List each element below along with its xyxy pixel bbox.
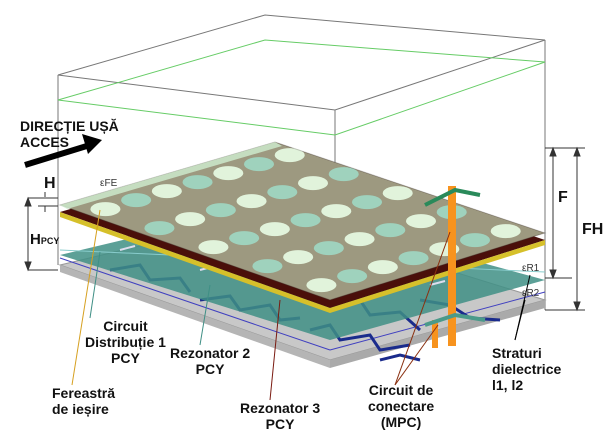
hole <box>144 221 175 236</box>
coupling-holes <box>90 148 521 293</box>
hole <box>321 204 352 219</box>
direction-line-2: ACCES <box>20 134 70 150</box>
hpcy-main: H <box>30 231 41 248</box>
hole <box>398 251 429 266</box>
hole <box>205 203 236 218</box>
hole <box>182 175 213 190</box>
direction-line-1: DIRECȚIE UȘĂ <box>20 118 119 134</box>
eps-r2-label: εR2 <box>522 288 540 299</box>
hole <box>283 250 314 265</box>
hole <box>382 186 413 201</box>
hpcy-sub: PCY <box>40 236 60 246</box>
mpc-line-3: (MPC) <box>380 414 422 430</box>
direction-arrow-icon <box>82 134 102 154</box>
hole <box>375 223 406 238</box>
hole <box>344 232 375 247</box>
hole <box>198 240 229 255</box>
hole <box>328 167 359 182</box>
eps-fe-label: εFE <box>100 178 118 189</box>
hole <box>229 231 260 246</box>
straturi-line-2: dielectrice <box>492 361 562 377</box>
hole <box>406 214 436 229</box>
hole <box>352 195 382 210</box>
hole <box>313 241 344 256</box>
hole <box>244 157 274 172</box>
hole <box>121 193 152 208</box>
mpc-line-2: conectare <box>368 398 435 414</box>
hole <box>306 278 337 293</box>
connection-post-small <box>432 320 438 348</box>
fereastra-line-1: Fereastră <box>52 385 116 401</box>
hole <box>460 233 490 248</box>
fereastra-line-2: de ieșire <box>52 401 109 417</box>
rezonator2-line-2: PCY <box>195 361 225 377</box>
hole <box>290 213 321 228</box>
eps-r1-label: εR1 <box>522 263 540 274</box>
connection-post <box>448 186 456 346</box>
fh-label: FH <box>582 221 604 238</box>
h-label: H <box>44 175 56 192</box>
hole <box>259 222 290 237</box>
hole <box>90 202 121 217</box>
hole <box>367 260 398 275</box>
rezonator3-line-1: Rezonator 3 <box>240 400 321 416</box>
hole <box>175 212 206 227</box>
straturi-line-1: Straturi <box>492 345 542 361</box>
hole <box>252 259 283 274</box>
hole <box>337 269 368 284</box>
hpcy-label: HPCY <box>30 232 59 249</box>
hole <box>236 194 267 209</box>
f-label: F <box>558 189 568 206</box>
hole <box>490 224 521 239</box>
circuit-line-3: PCY <box>111 350 140 366</box>
rezonator2-line-1: Rezonator 2 <box>170 345 251 361</box>
hole <box>298 176 328 191</box>
circuit-line-2: Distribuție 1 <box>85 334 166 350</box>
mpc-line-1: Circuit de <box>368 382 434 398</box>
hole <box>151 184 182 199</box>
hole <box>267 185 298 200</box>
circuit-line-1: Circuit <box>103 318 148 334</box>
hole <box>213 166 244 181</box>
straturi-line-3: l1, l2 <box>492 377 524 393</box>
rezonator3-line-2: PCY <box>265 416 295 430</box>
hole <box>274 148 305 163</box>
outer-box <box>57 14 546 310</box>
